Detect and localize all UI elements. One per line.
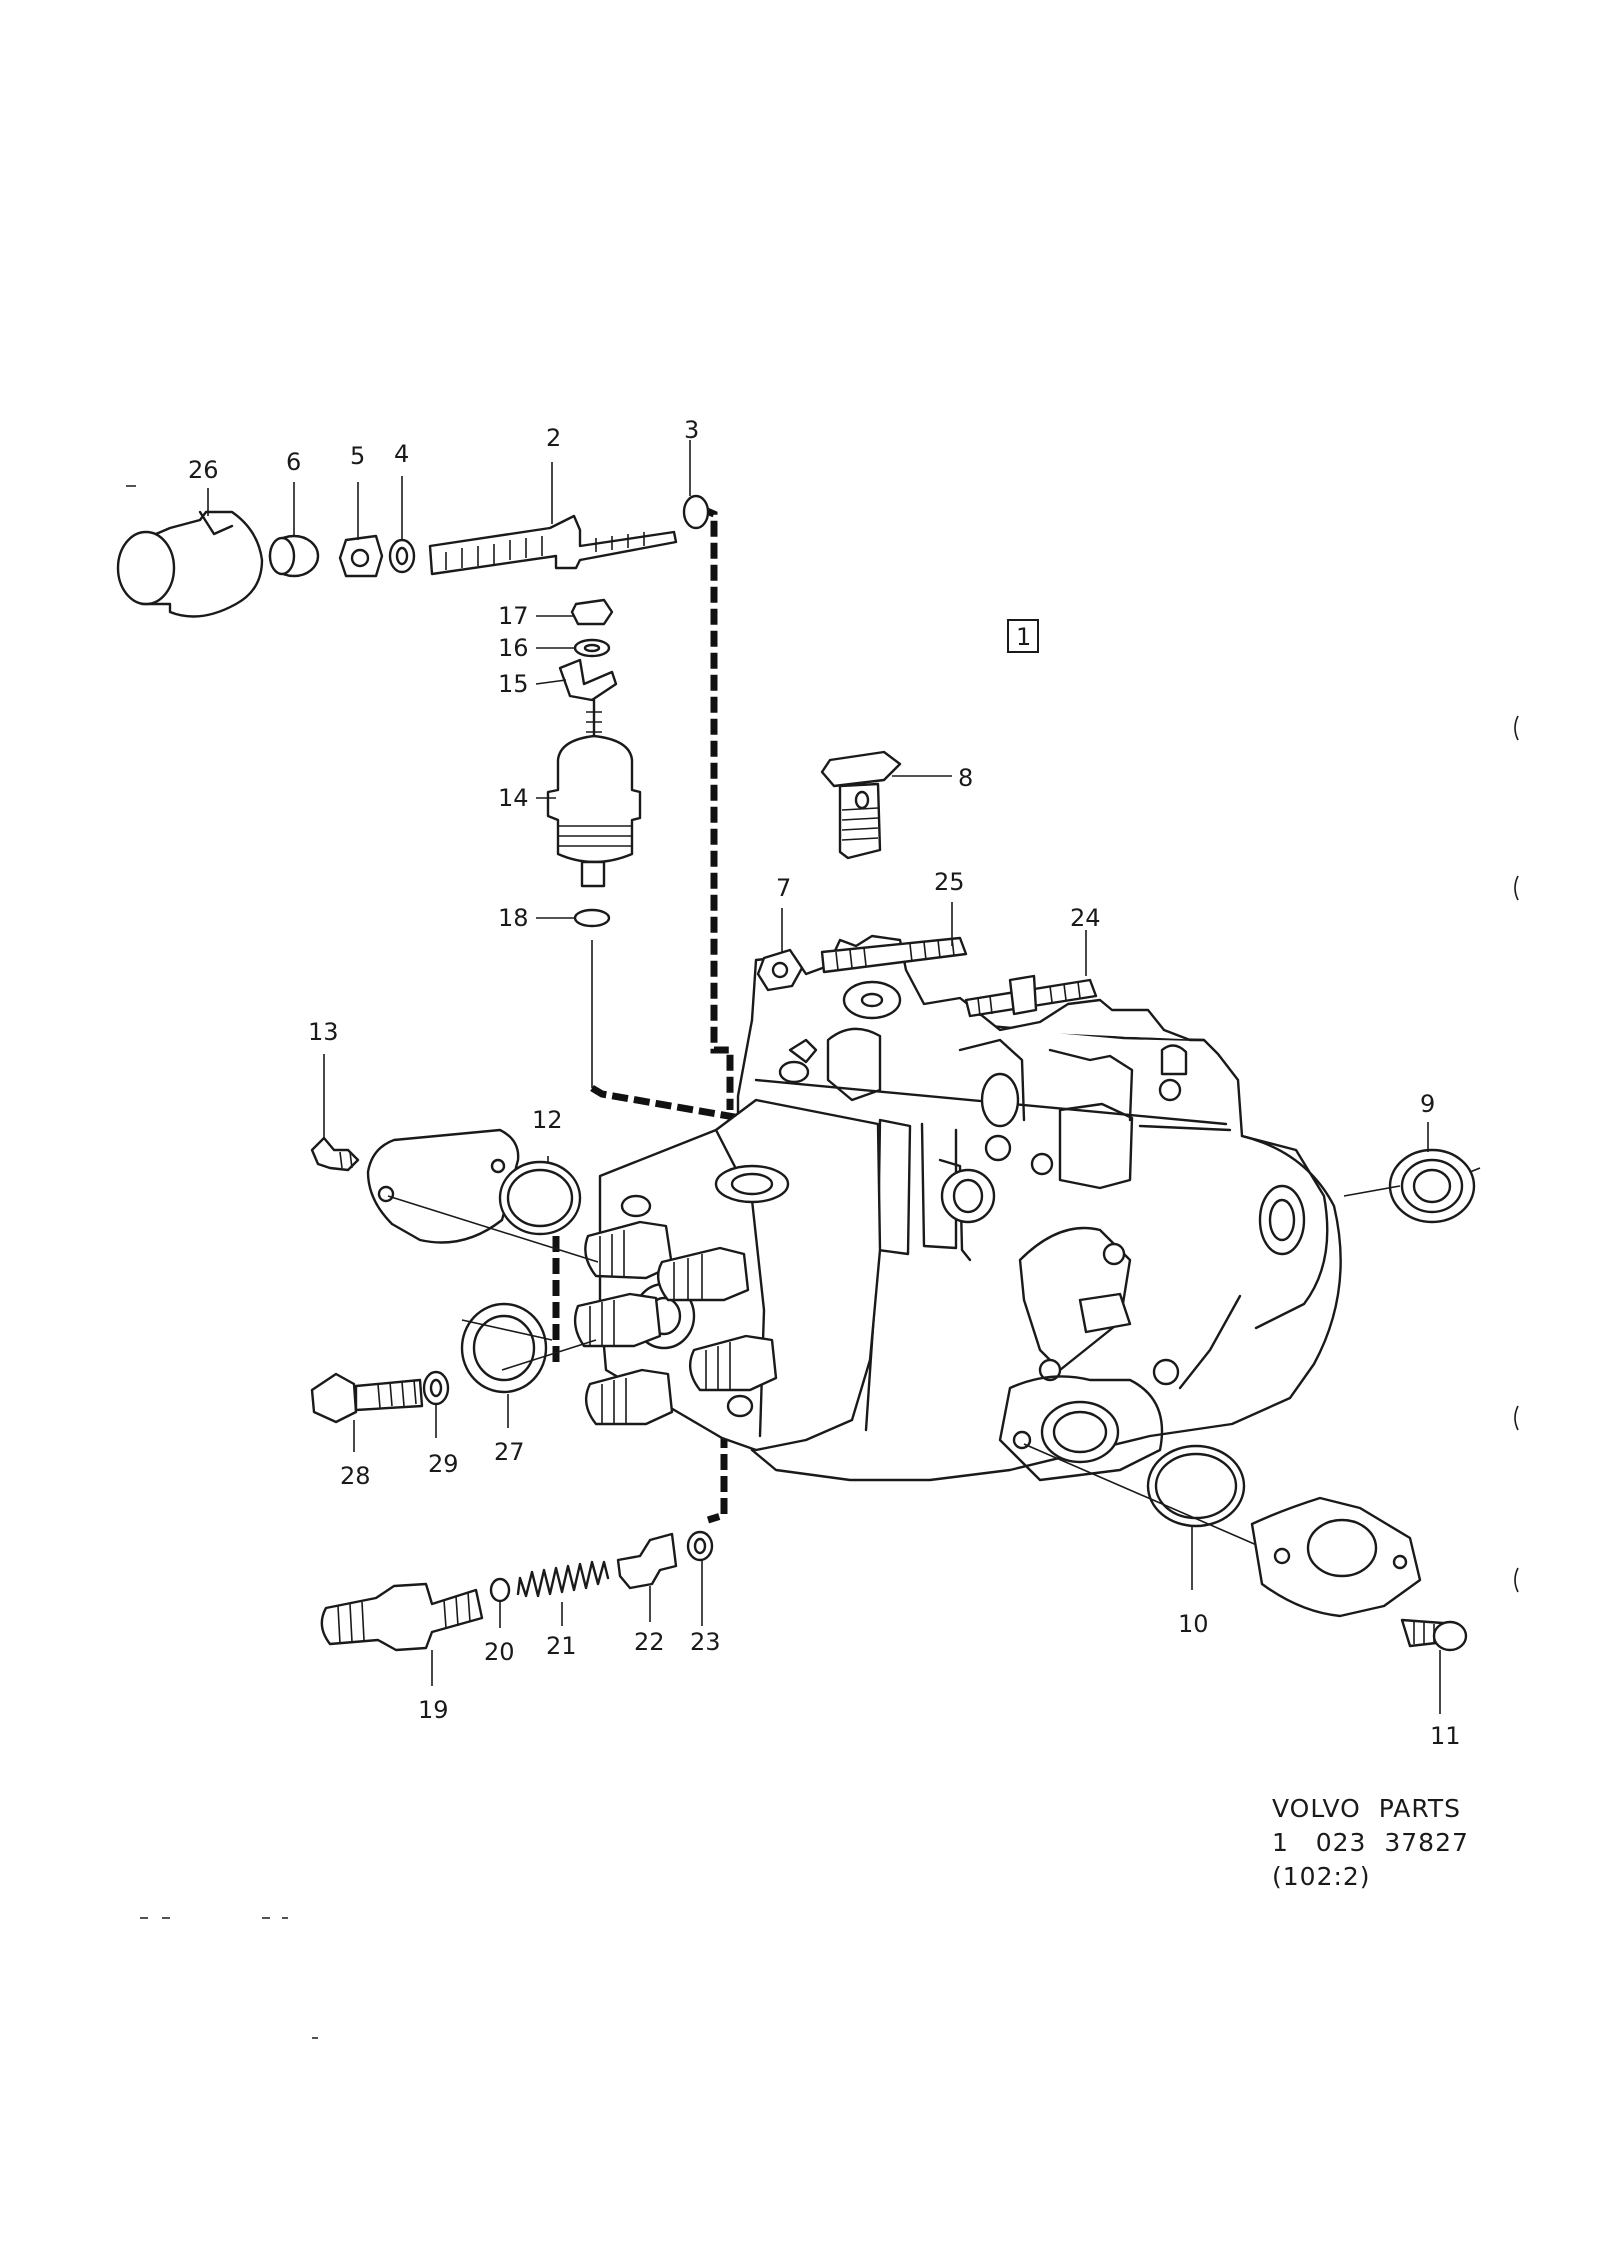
section-ref-line: (102:2) xyxy=(1272,1862,1371,1891)
part-number-line: 1 023 37827 xyxy=(1272,1828,1469,1857)
callout-23: 23 xyxy=(690,1628,721,1656)
part-8-banjo-bolt xyxy=(820,750,902,860)
part-3-oring xyxy=(682,494,710,530)
part-25-stud xyxy=(820,936,968,974)
callout-18: 18 xyxy=(498,904,529,932)
parts-reference: VOLVO PARTS 1 023 37827 (102:2) xyxy=(1272,1792,1469,1894)
callout-25: 25 xyxy=(934,868,965,896)
callout-4: 4 xyxy=(394,440,409,468)
part-18-washer xyxy=(573,908,611,928)
part-5-nut xyxy=(338,534,384,578)
callout-10: 10 xyxy=(1178,1610,1209,1638)
part-16-washer xyxy=(573,638,611,658)
callout-14: 14 xyxy=(498,784,529,812)
callout-27: 27 xyxy=(494,1438,525,1466)
part-6-bushing xyxy=(268,534,320,578)
injection-pump-body xyxy=(598,934,1342,1482)
callout-2: 2 xyxy=(546,424,561,452)
delivery-valve-holders xyxy=(573,1220,778,1426)
part-12-oring xyxy=(498,1160,582,1236)
part-28-bolt xyxy=(310,1372,424,1424)
part-21-spring xyxy=(516,1560,610,1598)
part-23-washer xyxy=(686,1530,714,1562)
callout-28: 28 xyxy=(340,1462,371,1490)
cover-plate-left xyxy=(366,1128,520,1244)
part-19-valve-holder xyxy=(320,1582,484,1652)
callout-13: 13 xyxy=(308,1018,339,1046)
part-29-washer xyxy=(422,1370,450,1406)
callout-22: 22 xyxy=(634,1628,665,1656)
group-number-box: 1 xyxy=(1007,619,1039,653)
callout-9: 9 xyxy=(1420,1090,1435,1118)
callout-24: 24 xyxy=(1070,904,1101,932)
part-20-washer xyxy=(489,1577,511,1603)
part-7-nut xyxy=(756,948,804,992)
part-24-stud xyxy=(964,974,1098,1018)
part-22-valve-piston xyxy=(616,1532,678,1590)
callout-12: 12 xyxy=(532,1106,563,1134)
callout-8: 8 xyxy=(958,764,973,792)
brand-line: VOLVO PARTS xyxy=(1272,1794,1462,1823)
part-17-nut xyxy=(570,598,614,626)
part-26-housing xyxy=(116,510,264,618)
part-9-seal xyxy=(1343,1148,1481,1224)
leader-27 xyxy=(461,1319,597,1371)
callout-20: 20 xyxy=(484,1638,515,1666)
leader-axis-right xyxy=(1023,1443,1283,1557)
callout-21: 21 xyxy=(546,1632,577,1660)
part-2-screw xyxy=(428,514,678,576)
leader-axis-left xyxy=(387,1195,599,1263)
callout-numbers: 26 6 5 4 2 3 17 16 15 14 18 8 7 25 24 9 … xyxy=(188,416,1461,1750)
callout-11: 11 xyxy=(1430,1722,1461,1750)
cover-plate-right xyxy=(1250,1496,1422,1618)
callout-26: 26 xyxy=(188,456,219,484)
callout-29: 29 xyxy=(428,1450,459,1478)
callout-19: 19 xyxy=(418,1696,449,1724)
callout-15: 15 xyxy=(498,670,529,698)
part-27-sealing-ring xyxy=(460,1302,548,1394)
group-number: 1 xyxy=(1016,623,1031,651)
callout-17: 17 xyxy=(498,602,529,630)
part-10-oring xyxy=(1146,1444,1246,1528)
part-11-screw xyxy=(1400,1618,1468,1652)
part-4-washer xyxy=(388,538,416,574)
callout-6: 6 xyxy=(286,448,301,476)
callout-3: 3 xyxy=(684,416,699,444)
margin-marks xyxy=(126,485,1519,2039)
callout-16: 16 xyxy=(498,634,529,662)
part-13-screw xyxy=(310,1136,360,1172)
callout-7: 7 xyxy=(776,874,791,902)
part-14-solenoid xyxy=(546,698,642,888)
part-15-terminal xyxy=(558,658,618,702)
callout-leaders xyxy=(207,440,1441,1714)
callout-5: 5 xyxy=(350,442,365,470)
